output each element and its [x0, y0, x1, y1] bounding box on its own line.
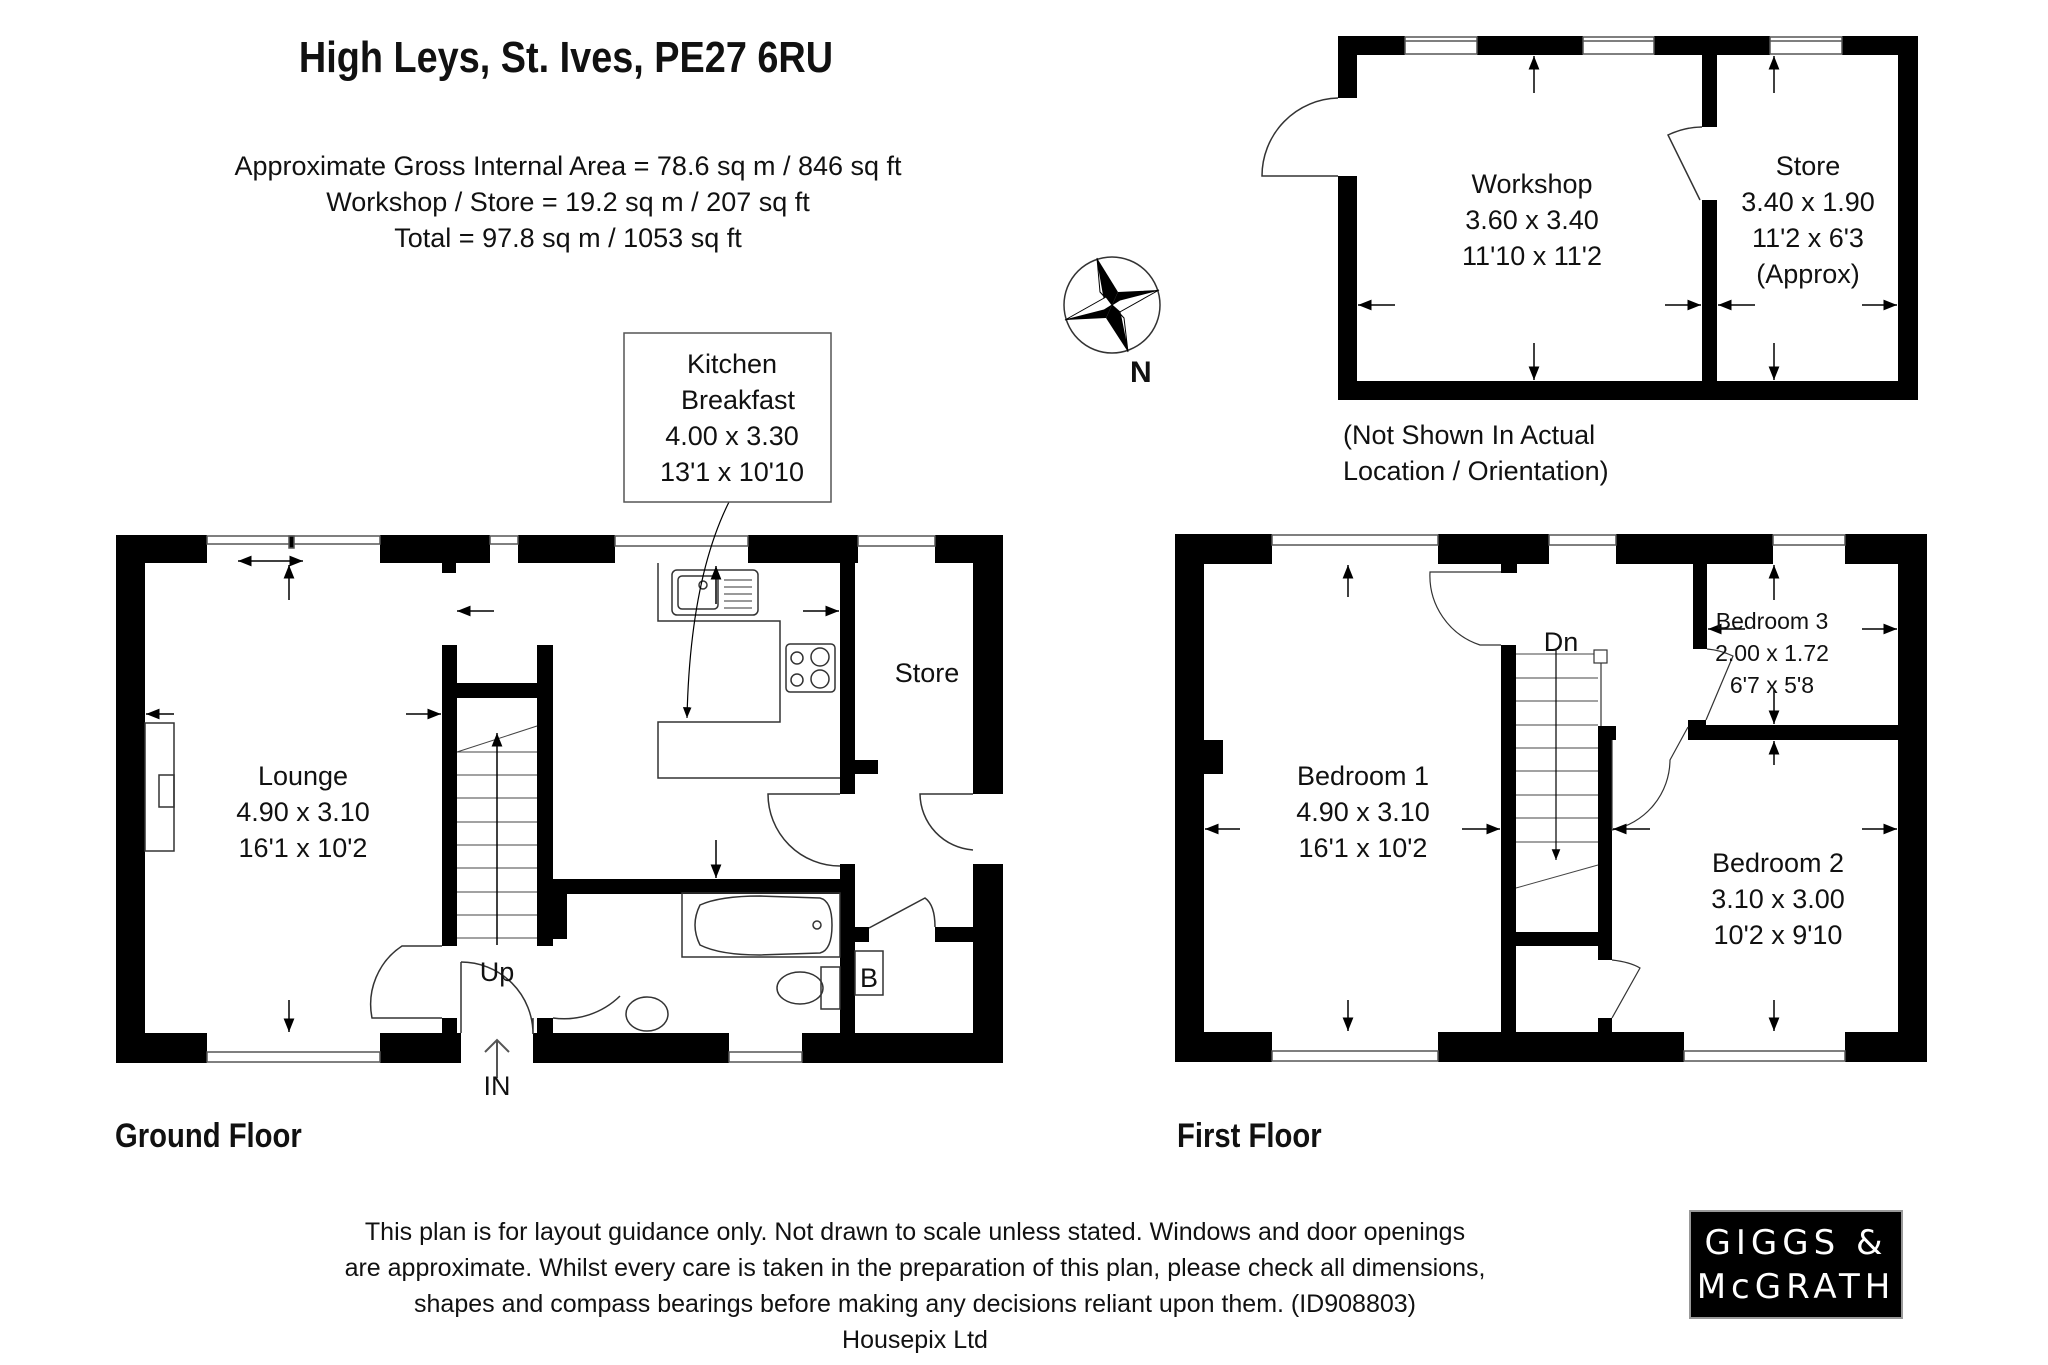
outbuilding-doors [1261, 97, 1703, 201]
room-imperial: 16'1 x 10'2 [1298, 833, 1428, 863]
entrance-label: IN [483, 1071, 511, 1101]
room-imperial: 11'2 x 6'3 [1752, 223, 1864, 253]
compass-rose-icon [1063, 256, 1161, 354]
first-floor-windows [1271, 534, 1846, 1062]
outbuilding-windows [1404, 36, 1843, 55]
room-imperial: 11'10 x 11'2 [1462, 241, 1602, 271]
disclaimer-line: This plan is for layout guidance only. N… [364, 1218, 1466, 1246]
outbuilding-plan [1338, 36, 1918, 400]
ground-floor-dimension-arrows [146, 555, 839, 1032]
compass-north-label: N [1130, 356, 1152, 389]
room-label-bedroom-2: Bedroom 2 3.10 x 3.00 10'2 x 9'10 [1711, 845, 1845, 953]
room-name-line: Breakfast [680, 385, 796, 415]
room-metric: 4.90 x 3.10 [1296, 797, 1430, 827]
gross-internal-area: Approximate Gross Internal Area = 78.6 s… [234, 151, 902, 181]
logo-line-1: GIGGS & [1704, 1222, 1888, 1263]
room-metric: 3.60 x 3.40 [1465, 205, 1599, 235]
room-name: Bedroom 3 [1715, 608, 1829, 634]
disclaimer-credit: Housepix Ltd [842, 1326, 988, 1354]
total-area: Total = 97.8 sq m / 1053 sq ft [394, 223, 742, 253]
ground-floor-label: Ground Floor [115, 1117, 302, 1155]
room-metric: 2.00 x 1.72 [1715, 640, 1829, 666]
first-floor-walls [1175, 534, 1927, 1062]
room-imperial: 10'2 x 9'10 [1713, 920, 1843, 950]
stair-down-label: Dn [1543, 627, 1579, 657]
room-name: Store [1775, 151, 1841, 181]
page-title: High Leys, St. Ives, PE27 6RU [298, 33, 834, 82]
caption-line: (Not Shown In Actual [1343, 420, 1596, 450]
room-name: Bedroom 1 [1296, 761, 1430, 791]
room-note: (Approx) [1756, 259, 1860, 289]
disclaimer-line: shapes and compass bearings before makin… [414, 1290, 1416, 1318]
disclaimer-line: are approximate. Whilst every care is ta… [344, 1254, 1486, 1282]
first-floor-dimension-arrows [1205, 565, 1897, 1031]
room-name-line: Kitchen [686, 349, 778, 379]
workshop-store-area: Workshop / Store = 19.2 sq m / 207 sq ft [326, 187, 810, 217]
giggs-mcgrath-logo: GIGGS & McGRATH [1689, 1210, 1903, 1319]
room-imperial: 16'1 x 10'2 [238, 833, 368, 863]
boiler-label: B [859, 963, 879, 993]
room-name: Bedroom 2 [1711, 848, 1845, 878]
ground-floor-fixtures [144, 501, 974, 1078]
room-label-bedroom-3: Bedroom 3 2.00 x 1.72 6'7 x 5'8 [1715, 605, 1829, 701]
room-metric: 3.10 x 3.00 [1711, 884, 1845, 914]
room-label-kitchen-breakfast: Kitchen Breakfast 4.00 x 3.30 13'1 x 10'… [660, 346, 804, 490]
room-metric: 4.00 x 3.30 [665, 421, 799, 451]
room-imperial: 6'7 x 5'8 [1729, 672, 1815, 698]
caption-line: Location / Orientation) [1343, 456, 1609, 486]
first-floor-label: First Floor [1177, 1117, 1322, 1155]
kitchen-label-box [623, 332, 832, 503]
room-imperial: 13'1 x 10'10 [660, 457, 804, 487]
outbuilding-dimension-arrows [1358, 56, 1897, 380]
room-metric: 3.40 x 1.90 [1741, 187, 1875, 217]
room-label-workshop: Workshop 3.60 x 3.40 11'10 x 11'2 [1462, 166, 1602, 274]
logo-line-2: McGRATH [1696, 1266, 1896, 1307]
outbuilding-caption: (Not Shown In Actual Location / Orientat… [1343, 417, 1609, 489]
room-label-lounge: Lounge 4.90 x 3.10 16'1 x 10'2 [236, 758, 370, 866]
room-label-ground-store: Store [894, 658, 960, 688]
ground-floor-windows [206, 535, 936, 1063]
first-floor-fixtures [1429, 571, 1734, 1019]
room-label-outbuilding-store: Store 3.40 x 1.90 11'2 x 6'3 (Approx) [1741, 148, 1875, 292]
room-metric: 4.90 x 3.10 [236, 797, 370, 827]
ground-floor-walls [116, 535, 1003, 1063]
room-label-bedroom-1: Bedroom 1 4.90 x 3.10 16'1 x 10'2 [1296, 758, 1430, 866]
room-name: Lounge [257, 761, 349, 791]
room-name: Workshop [1471, 169, 1593, 199]
stair-up-label: Up [479, 957, 515, 987]
